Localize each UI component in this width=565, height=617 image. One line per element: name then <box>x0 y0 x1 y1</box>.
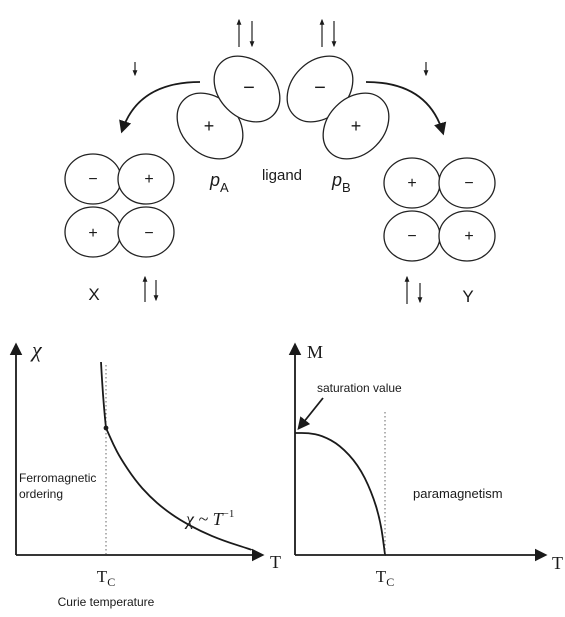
y-sign-top-right: − <box>464 175 473 192</box>
spin-arrows <box>135 20 426 304</box>
curie-law-label: χ ~ T−1 <box>184 508 234 529</box>
ferromagnetic-region-label-line1: Ferromagnetic <box>19 471 96 485</box>
x-sign-top-right: + <box>144 171 153 188</box>
ferromagnetic-region-label-line2: ordering <box>19 487 63 501</box>
metal-x-d-orbital <box>65 154 174 257</box>
saturation-pointer-arrow <box>299 398 323 428</box>
pB-orbital <box>274 43 402 172</box>
m-tc-tick-label: TC <box>376 567 394 589</box>
y-sign-bottom-left: − <box>407 228 416 245</box>
pA-label: pA <box>209 170 229 195</box>
pB-sign-minus: − <box>314 77 326 99</box>
ligand-p-orbitals <box>164 43 402 172</box>
pB-sign-plus: + <box>351 116 362 136</box>
metal-y-d-orbital <box>384 158 495 261</box>
x-sign-bottom-right: − <box>144 225 153 242</box>
metal-x-label: X <box>88 285 99 304</box>
chi-y-axis-label: χ <box>30 337 43 362</box>
chi-tc-point <box>104 426 109 431</box>
magnetization-curve <box>295 433 385 555</box>
paramagnetism-region-label: paramagnetism <box>413 486 503 501</box>
curie-temperature-caption: Curie temperature <box>58 595 155 609</box>
magnetization-chart: M T TC saturation value paramagnetism <box>295 342 563 589</box>
pA-sign-minus: − <box>243 77 255 99</box>
metal-y-label: Y <box>462 287 473 306</box>
m-y-axis-label: M <box>307 342 323 362</box>
susceptibility-chart: χ T TC Curie temperature Ferromagnetic o… <box>16 337 281 609</box>
ligand-label: ligand <box>262 167 302 184</box>
m-x-axis-label: T <box>552 553 563 573</box>
x-sign-top-left: − <box>88 171 97 188</box>
pB-label: pB <box>331 170 351 195</box>
x-sign-bottom-left: + <box>88 225 97 242</box>
y-sign-top-left: + <box>407 175 416 192</box>
chi-curve <box>101 362 252 550</box>
pA-sign-plus: + <box>204 116 215 136</box>
pA-orbital <box>164 43 293 172</box>
saturation-value-annotation: saturation value <box>317 381 402 395</box>
chi-tc-tick-label: TC <box>97 567 115 589</box>
chi-x-axis-label: T <box>270 552 281 572</box>
y-sign-bottom-right: + <box>464 228 473 245</box>
